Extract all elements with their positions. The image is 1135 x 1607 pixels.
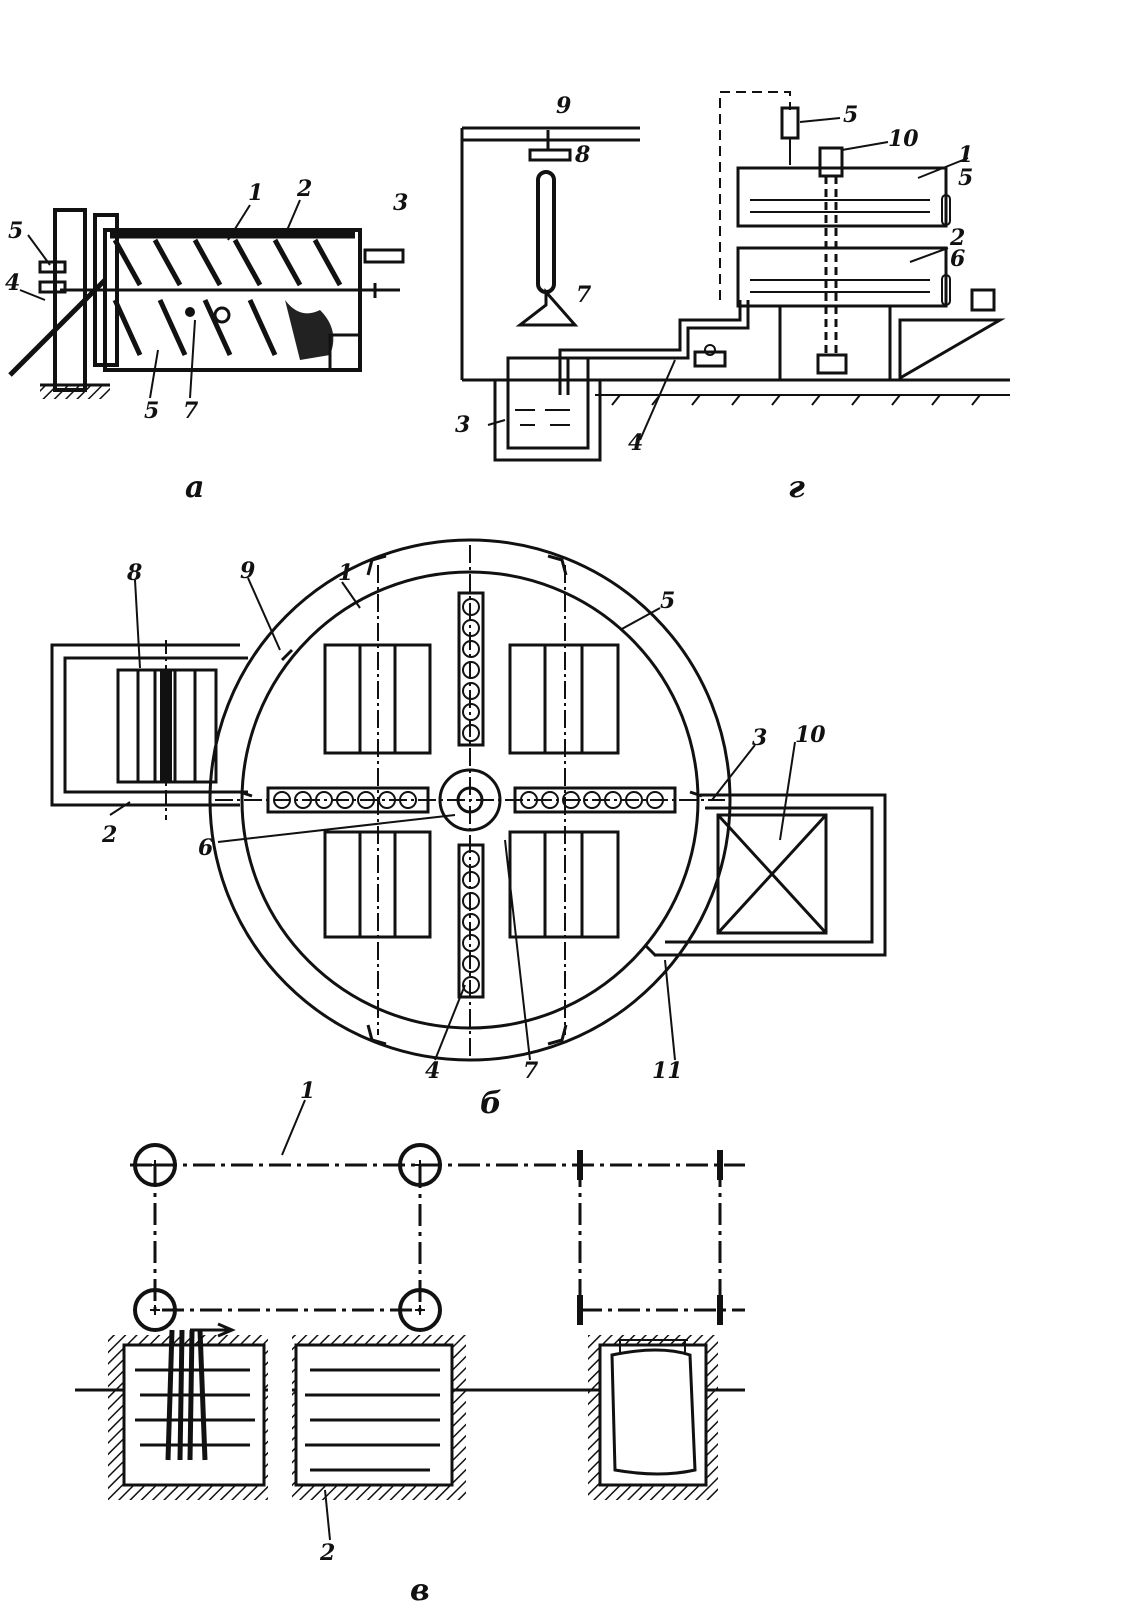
inner-ring [240,570,700,1030]
hanging-cylinder [536,170,556,294]
label-2: 2 [319,1540,335,1566]
label-2: 2 [296,176,312,202]
inclined-support [8,278,107,377]
label-2: 2 [949,225,965,251]
arm-hole [357,791,375,809]
arm-hole [273,791,291,809]
arm-hole [399,791,417,809]
label-5b: 5 [958,165,973,191]
arm-hole [462,913,480,931]
arm-hole [315,791,333,809]
arm-hole [462,976,480,994]
arm-hole [462,724,480,742]
label-2: 2 [101,822,117,848]
label-5-top: 5 [8,218,23,244]
label-4: 4 [628,430,643,456]
label-9: 9 [556,93,571,119]
label-10: 10 [888,126,919,152]
label-3: 3 [393,190,408,216]
arm-hole [462,871,480,889]
outer-ring [208,538,732,1062]
arm-hole [462,682,480,700]
arm-hole [520,791,538,809]
label-1: 1 [248,180,263,206]
rotor-arms [266,591,677,999]
panel-b-caption: б [480,1086,502,1121]
screw-housing [103,228,362,372]
label-1: 1 [338,560,353,586]
label-5: 5 [843,102,858,128]
label-6: 6 [198,835,213,861]
arm-hole [462,661,480,679]
panel-v-conveyor-tanks: 1 2 в [75,1078,745,1607]
label-7: 7 [576,282,592,308]
panel-g-tank-installation: 9 8 7 3 4 5 10 1 5 2 6 г [455,91,1010,505]
screw-flights-upper [112,238,343,287]
arm-hole [462,955,480,973]
label-4: 4 [5,270,20,296]
label-10: 10 [795,722,826,748]
label-11: 11 [652,1058,683,1084]
pulleys [133,1143,442,1332]
annex-right-box [716,813,828,935]
panel-g-caption: г [788,470,805,505]
arm-hole [462,598,480,616]
label-1: 1 [958,142,973,168]
label-8: 8 [126,560,142,586]
screw-flights-lower [112,298,334,360]
arm-hole [462,619,480,637]
panel-a-caption: а [185,470,204,505]
pit-tank [506,356,590,450]
arm-hole [562,791,580,809]
panel-b-round-plan: 8 9 1 5 3 10 2 6 4 7 11 б [50,538,887,1121]
panel-a-screw-apparatus: 1 2 3 4 5 5 7 а [5,176,408,505]
label-5-bottom: 5 [144,398,159,424]
arm-hole [378,791,396,809]
central-hub [438,768,502,832]
arm-hole [336,791,354,809]
arm-hole [541,791,559,809]
label-3: 3 [455,412,470,438]
label-3: 3 [752,725,767,751]
label-5: 5 [660,588,675,614]
label-9: 9 [240,558,255,584]
label-1: 1 [300,1078,315,1104]
arm-hole [462,892,480,910]
arm-hole [646,791,664,809]
label-7: 7 [523,1058,539,1084]
panel-v-caption: в [410,1573,430,1607]
arm-hole [462,934,480,952]
lower-tank [736,246,948,308]
arm-hole [625,791,643,809]
arm-hole [462,703,480,721]
label-8: 8 [574,142,590,168]
left-frame [53,208,87,392]
arm-hole [294,791,312,809]
arm-hole [604,791,622,809]
label-7: 7 [183,398,199,424]
arm-hole [462,850,480,868]
arm-hole [583,791,601,809]
arm-hole [462,640,480,658]
label-4: 4 [425,1058,440,1084]
inlet-pipe [363,248,405,264]
label-6: 6 [950,246,965,272]
